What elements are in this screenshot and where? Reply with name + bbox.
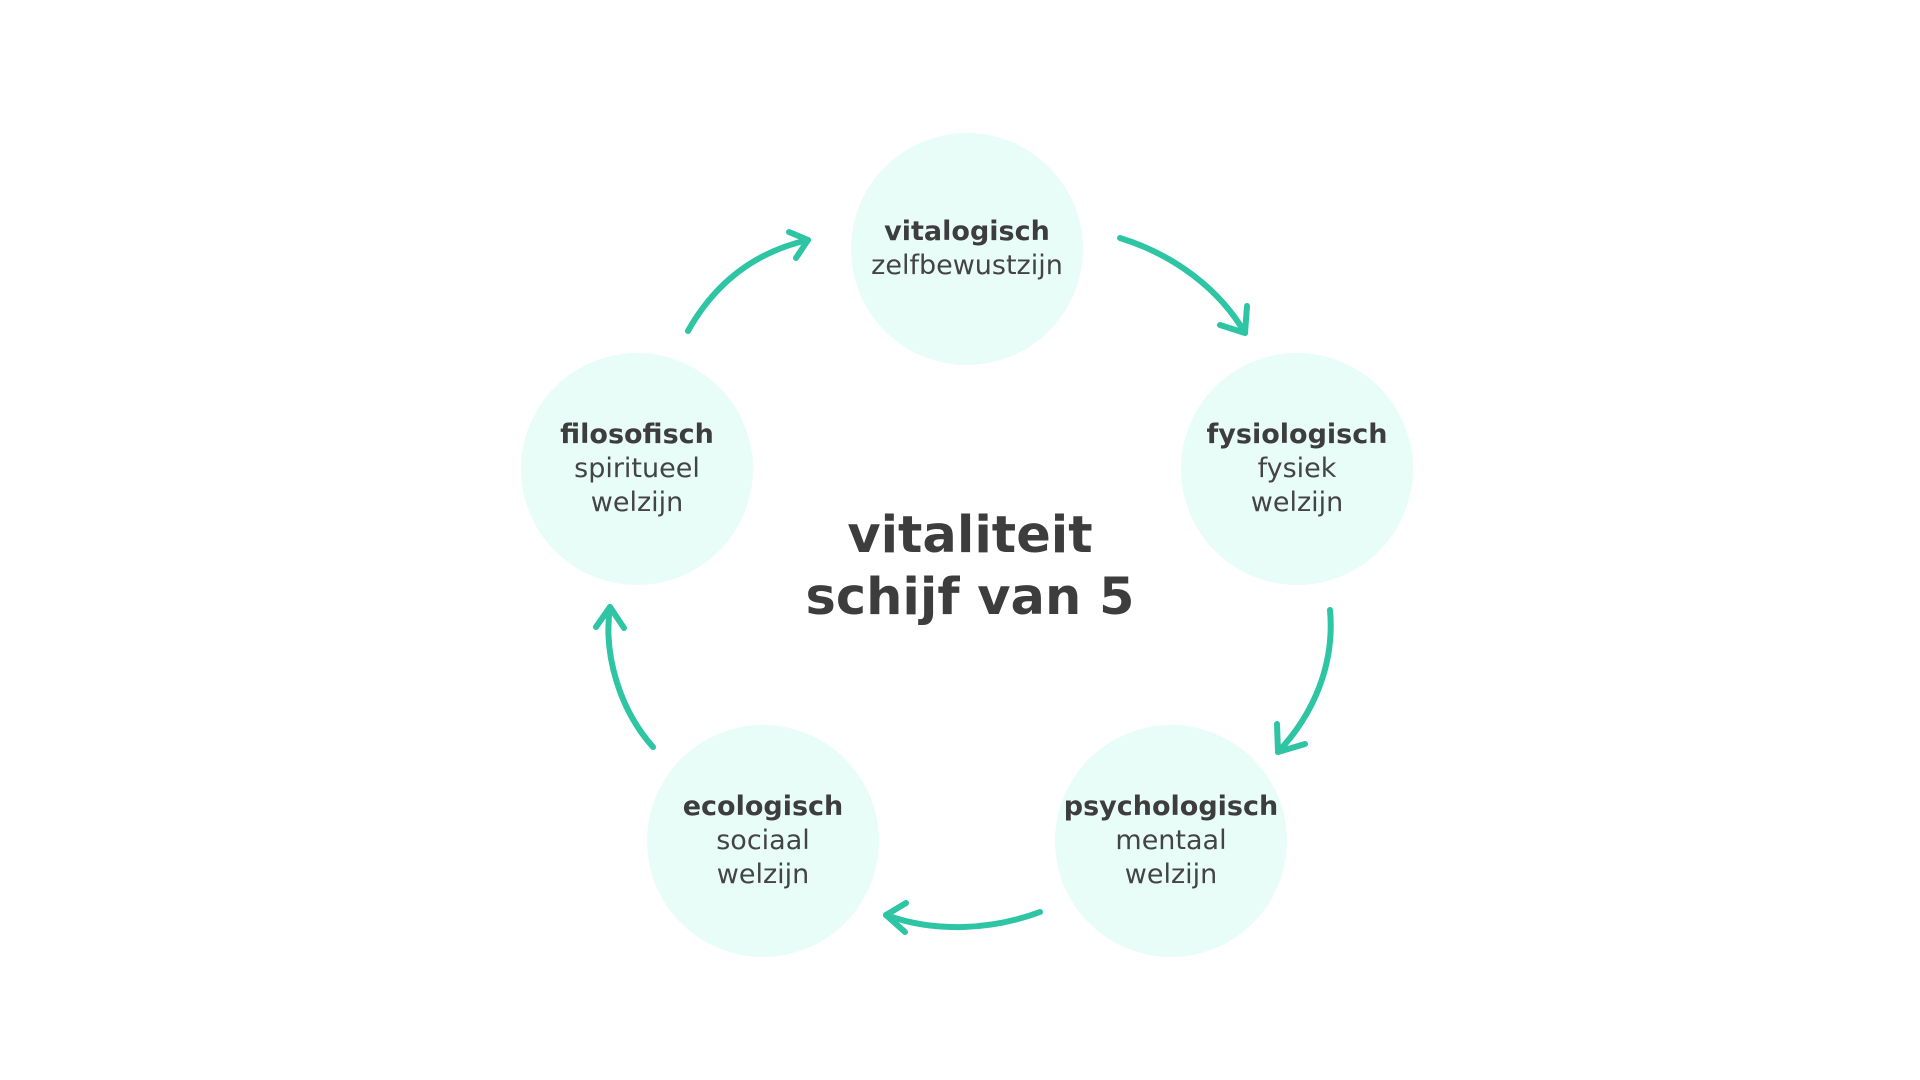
node-psychologisch: psychologisch mentaal welzijn [1055,725,1287,957]
node-vitalogisch: vitalogisch zelfbewustzijn [851,133,1083,365]
node-filosofisch-title: filosofisch [560,419,714,450]
node-filosofisch: filosofisch spiritueel welzijn [521,353,753,585]
node-fysiologisch-title: fysiologisch [1206,419,1388,450]
node-ecologisch: ecologisch sociaal welzijn [647,725,879,957]
node-psychologisch-line1: mentaal [1115,825,1227,856]
node-vitalogisch-title: vitalogisch [884,216,1050,247]
center-title: vitaliteit schijf van 5 [760,505,1180,629]
arrow-vitalogisch-to-fysiologisch [1117,235,1250,336]
arrow-ecologisch-to-filosofisch [593,604,656,750]
node-fysiologisch-line2: welzijn [1250,487,1344,518]
node-ecologisch-title: ecologisch [682,791,844,822]
node-psychologisch-line2: welzijn [1124,859,1218,890]
node-ecologisch-line2: welzijn [716,859,810,890]
node-ecologisch-line1: sociaal [716,825,810,856]
center-title-line2: schijf van 5 [805,568,1135,627]
arrow-fysiologisch-to-psychologisch [1274,607,1334,755]
node-filosofisch-line2: welzijn [590,487,684,518]
node-psychologisch-title: psychologisch [1063,791,1279,822]
node-filosofisch-line1: spiritueel [574,453,700,484]
node-fysiologisch-line1: fysiek [1257,453,1337,484]
node-vitalogisch-subtitle: zelfbewustzijn [871,250,1063,281]
center-title-line1: vitaliteit [847,506,1093,565]
arrow-psychologisch-to-ecologisch [883,900,1043,935]
node-fysiologisch: fysiologisch fysiek welzijn [1181,353,1413,585]
arrow-filosofisch-to-vitalogisch [685,229,811,334]
